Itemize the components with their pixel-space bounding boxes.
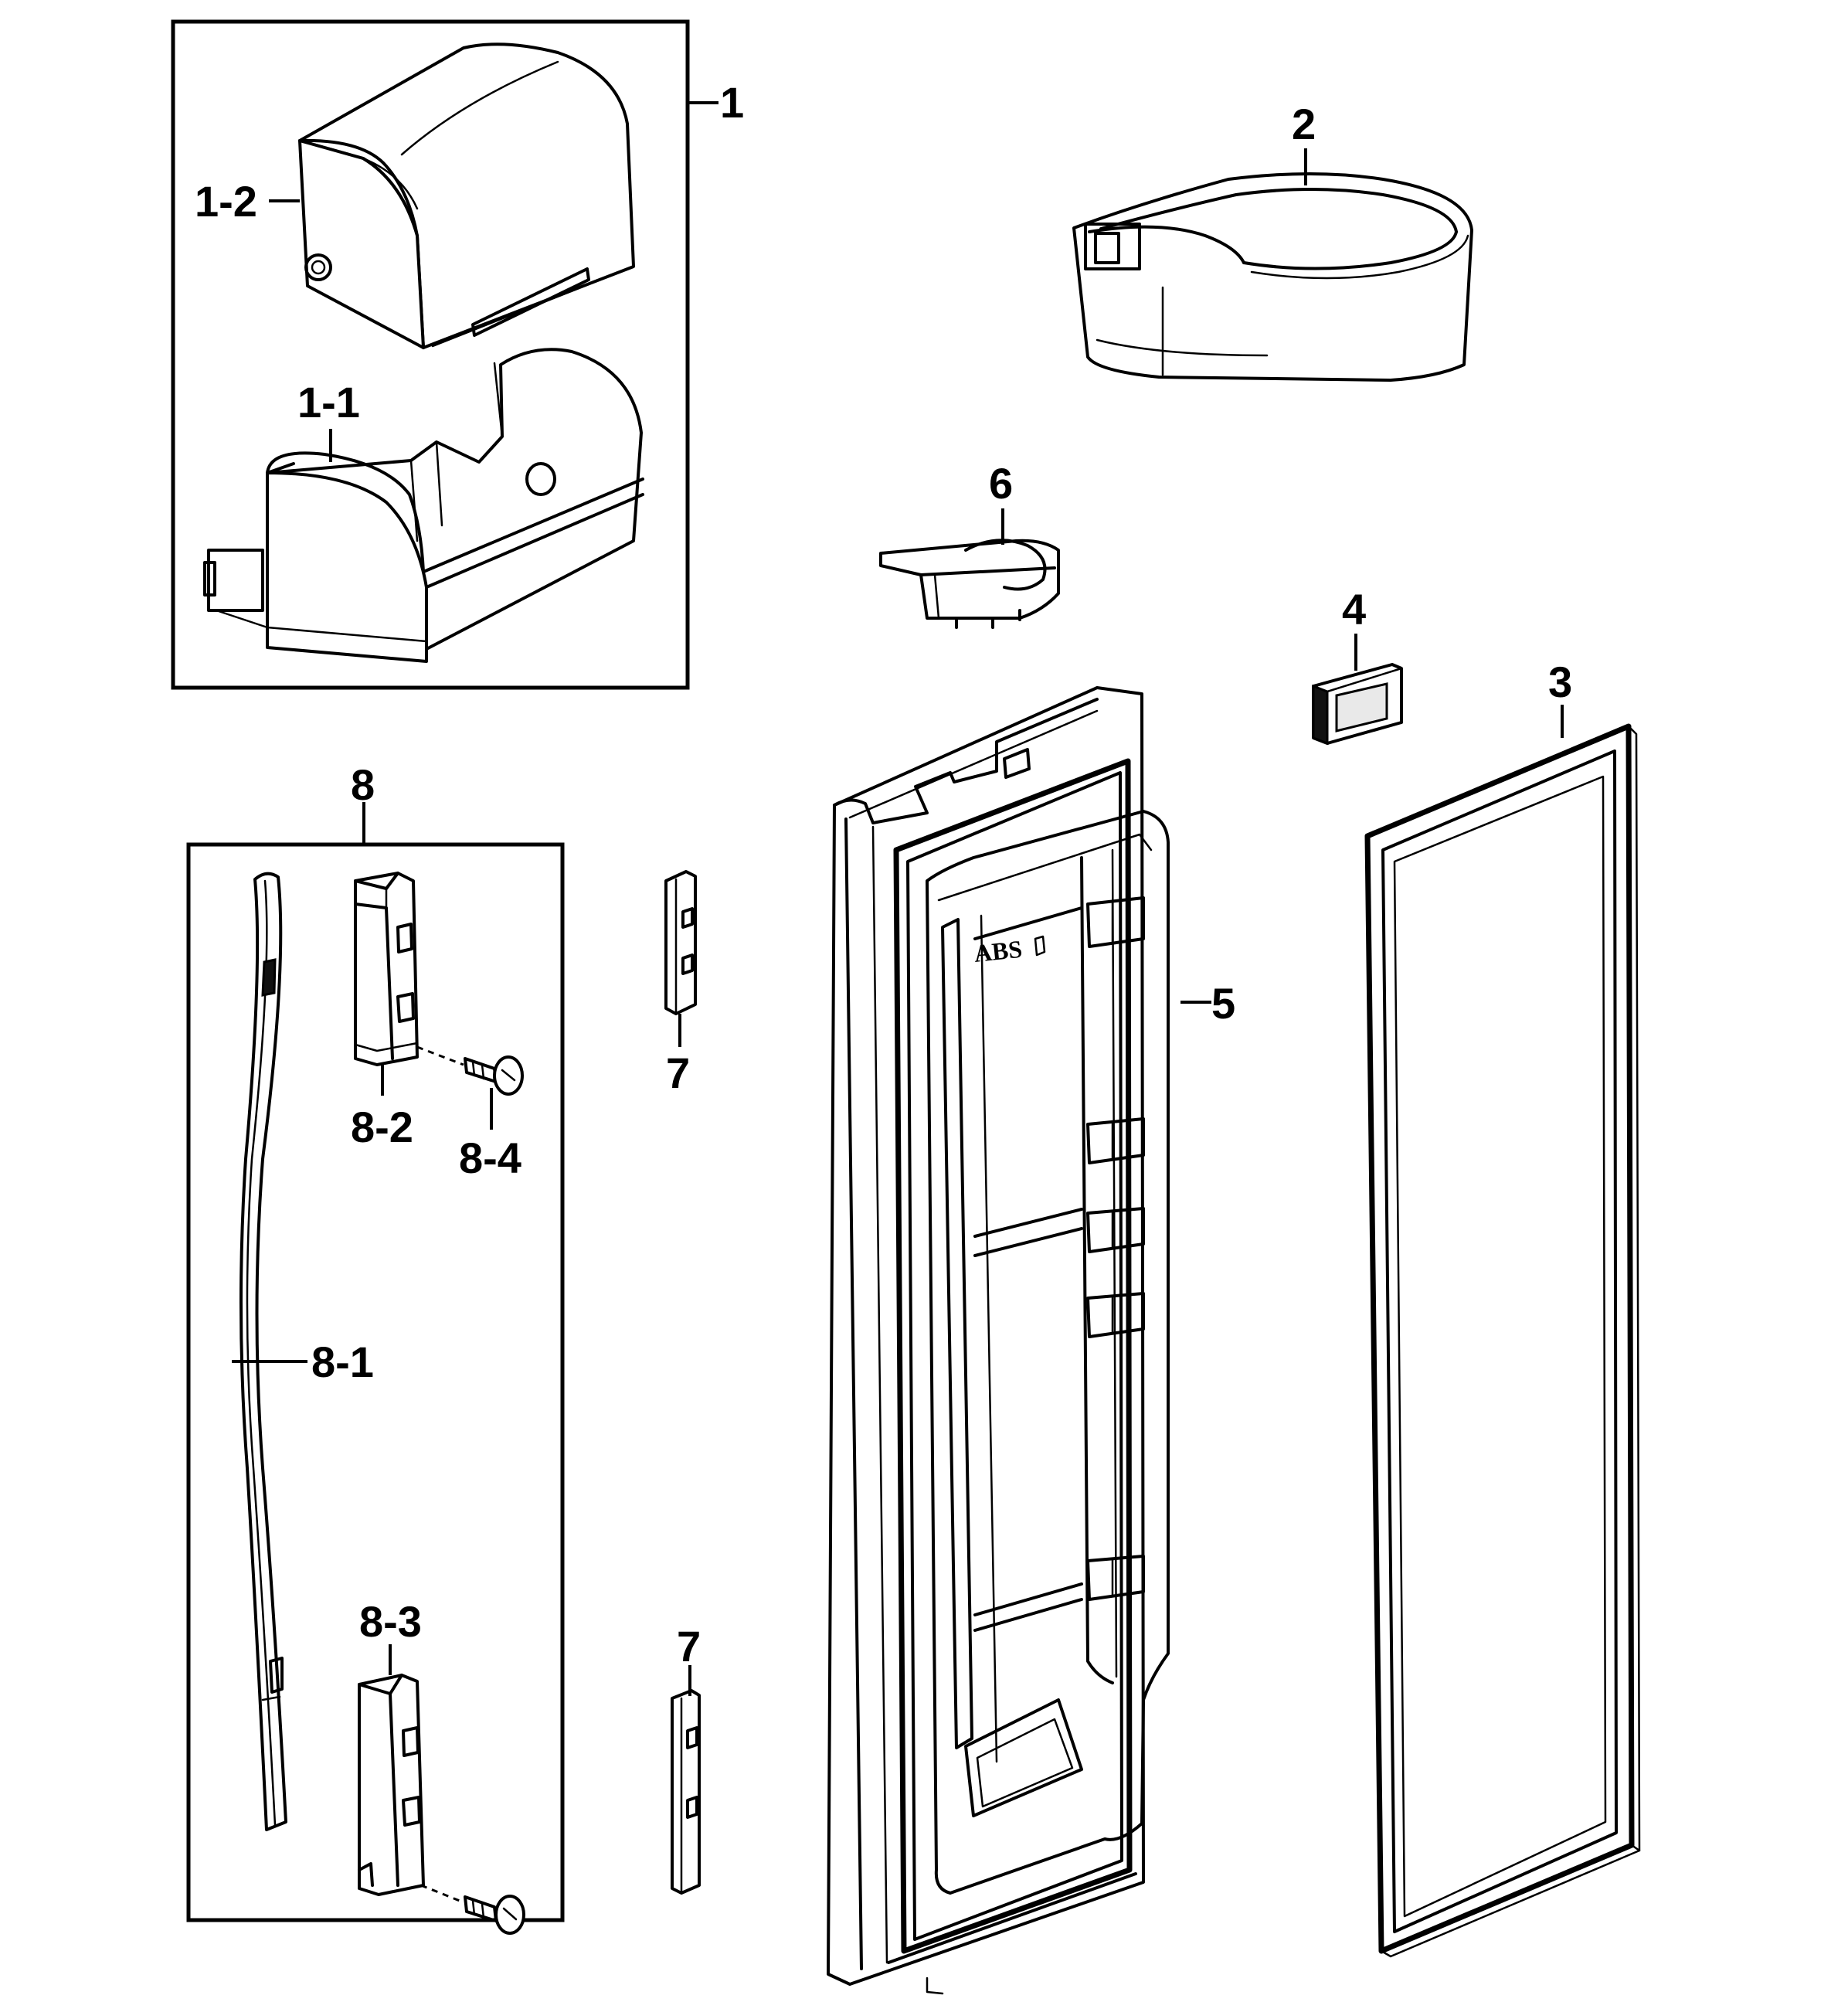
part-8-4-screw-bottom	[420, 1884, 525, 1935]
part-3-gasket	[1364, 723, 1641, 1958]
label-part-3: 3	[1548, 658, 1572, 706]
label-part-7-bottom: 7	[677, 1622, 701, 1671]
label-part-6: 6	[989, 459, 1013, 508]
label-part-5: 5	[1211, 979, 1235, 1028]
part-8-1-handle-bar	[239, 872, 287, 1831]
label-part-2: 2	[1292, 100, 1316, 148]
part-number-labels: 1 1-2 1-1 2 6 4 3 5 8 7 7 8-2 8-4 8-1 8-…	[195, 78, 1572, 1671]
part-4-switch	[1312, 663, 1403, 746]
part-7-top-clip	[664, 870, 697, 1015]
part-8-3-handle-mount-bottom	[358, 1674, 425, 1896]
label-part-1-1: 1-1	[297, 378, 360, 427]
leader-lines	[232, 148, 1564, 1696]
part-2-door-bin	[1072, 172, 1473, 382]
group-8-frame	[186, 802, 565, 1922]
part-8-2-handle-mount-top	[354, 872, 419, 1066]
part-8-4-screw-top	[416, 1045, 524, 1096]
door-shelf-brackets	[1086, 896, 1145, 1601]
label-part-8-4: 8-4	[459, 1134, 521, 1182]
label-part-1-2: 1-2	[195, 177, 257, 226]
label-part-8-1: 8-1	[311, 1337, 374, 1386]
part-6-bracket	[879, 539, 1060, 629]
part-1-2-guard-cover	[298, 42, 635, 349]
door-material-stamp: ABS	[973, 935, 1024, 967]
label-part-8: 8	[351, 760, 375, 809]
group-1-frame	[171, 19, 718, 690]
label-part-8-2: 8-2	[351, 1103, 413, 1151]
label-part-7-top: 7	[666, 1049, 690, 1097]
label-part-1: 1	[720, 78, 744, 127]
label-part-4: 4	[1342, 585, 1366, 634]
part-5-door: ABS	[827, 686, 1170, 1995]
label-part-8-3: 8-3	[359, 1597, 422, 1646]
part-7-bottom-clip	[671, 1689, 701, 1895]
part-1-1-guard-base	[203, 348, 644, 663]
